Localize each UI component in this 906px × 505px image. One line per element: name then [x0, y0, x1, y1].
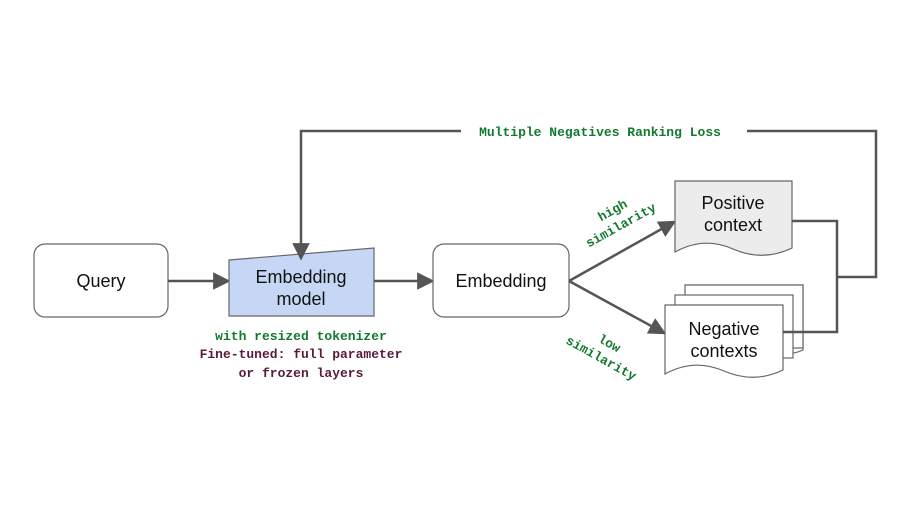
embedding-model-node: Embedding model	[228, 247, 375, 317]
loss-return-line-right	[747, 129, 878, 279]
negative-label-line1: Negative	[688, 319, 759, 339]
model-note-tokenizer: with resized tokenizer	[215, 329, 387, 344]
query-label: Query	[76, 271, 125, 291]
document-icon	[674, 180, 793, 256]
loss-return-arrow-left	[292, 129, 461, 261]
negative-contexts-node: Negative contexts	[664, 284, 804, 378]
model-note-frozen: or frozen layers	[239, 366, 364, 381]
positive-label-line2: context	[704, 215, 762, 235]
positive-label-line1: Positive	[701, 193, 764, 213]
loss-label: Multiple Negatives Ranking Loss	[479, 125, 721, 140]
high-similarity-label: high similarity	[583, 197, 659, 252]
low-similarity-label: low similarity	[563, 332, 639, 385]
negative-label-line2: contexts	[690, 341, 757, 361]
query-node: Query	[33, 243, 169, 318]
model-label-line1: Embedding	[255, 267, 346, 287]
embedding-label: Embedding	[455, 271, 546, 291]
model-label-line2: model	[276, 289, 325, 309]
document-icon	[664, 304, 784, 378]
arrow-to-negative	[568, 279, 667, 335]
model-note-finetune: Fine-tuned: full parameter	[200, 347, 403, 362]
arrow-to-positive	[568, 220, 677, 283]
embedding-node: Embedding	[432, 243, 570, 318]
positive-context-node: Positive context	[674, 180, 793, 256]
